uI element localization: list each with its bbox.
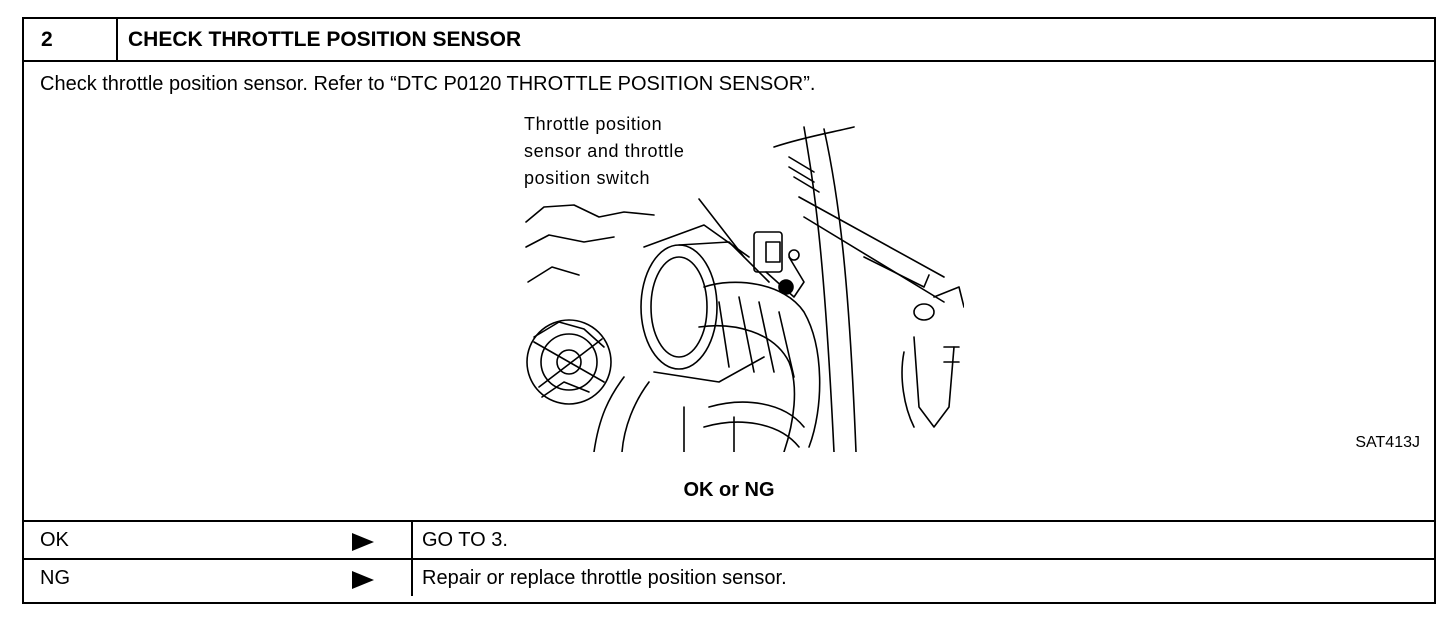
- right-triangle-arrow-icon: [352, 571, 374, 589]
- right-triangle-arrow-icon: [352, 533, 374, 551]
- result-question: OK or NG: [683, 479, 775, 501]
- instruction-text: Check throttle position sensor. Refer to…: [40, 73, 816, 95]
- figure-callout: Throttle position sensor and throttle po…: [524, 111, 685, 192]
- column-divider: [411, 560, 413, 596]
- figure-code: SAT413J: [1355, 434, 1420, 451]
- throttle-body-illustration: [525, 126, 964, 452]
- callout-line: position switch: [524, 168, 651, 188]
- procedure-table: 2 CHECK THROTTLE POSITION SENSOR Check t…: [22, 17, 1436, 604]
- result-action: Repair or replace throttle position sens…: [422, 567, 787, 589]
- result-row-ng: NG Repair or replace throttle position s…: [24, 560, 1434, 596]
- divider: [24, 520, 1434, 522]
- divider: [24, 558, 1434, 560]
- result-action: GO TO 3.: [422, 529, 508, 551]
- callout-line: sensor and throttle: [524, 141, 685, 161]
- callout-line: Throttle position: [524, 114, 663, 134]
- step-header: 2 CHECK THROTTLE POSITION SENSOR: [24, 19, 1434, 62]
- step-title: CHECK THROTTLE POSITION SENSOR: [128, 28, 522, 51]
- result-label: NG: [40, 567, 70, 589]
- step-number: 2: [24, 19, 118, 60]
- column-divider: [411, 522, 413, 558]
- result-row-ok: OK GO TO 3.: [24, 522, 1434, 558]
- result-label: OK: [40, 529, 69, 551]
